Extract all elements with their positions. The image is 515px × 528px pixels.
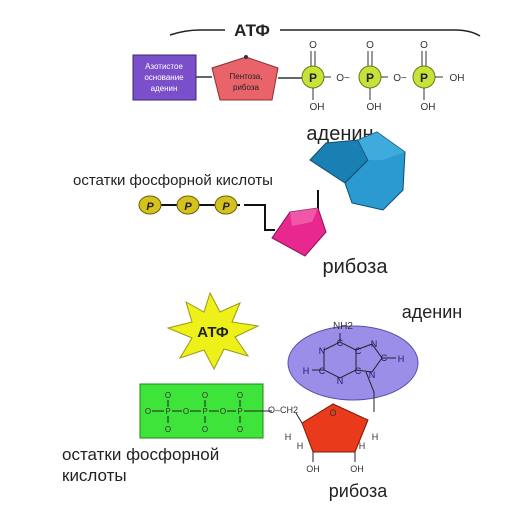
adenine-label-top: аденин: [306, 123, 373, 145]
oxygen-top-3: O: [420, 40, 428, 51]
o-top-1: O: [165, 391, 171, 400]
ribose-h-4: H: [359, 441, 366, 451]
ribose-ring-oxygen: O: [329, 408, 336, 418]
bond-phosphate-ribose: [244, 204, 275, 231]
title-brace-right: [280, 29, 481, 37]
ring-c-4: C: [319, 366, 326, 376]
phosphorus-3: P: [420, 71, 428, 85]
ring-c-2: C: [355, 346, 362, 356]
ribose-label-bottom: рибоза: [329, 481, 388, 501]
phosphorus-1: P: [309, 71, 317, 85]
phosphorus-bead-1: P: [146, 201, 154, 213]
adenine-rings: [312, 333, 396, 393]
o-bottom-3: O: [237, 425, 243, 434]
p-chain-2: P: [202, 407, 207, 416]
phosphate-label-bottom-line1: остатки фосфорной: [62, 445, 219, 464]
panel-atp-schema: АТФ Азотистое основание аденин Пентоза, …: [132, 21, 481, 113]
ring-c-5: C: [355, 366, 362, 376]
o-chain-3: O: [220, 407, 226, 416]
phosphate-chain-formula: O O O O P O P O P O O O: [145, 391, 262, 434]
ring-h-1: H: [398, 354, 405, 364]
adenine-label-bottom: аденин: [402, 302, 462, 322]
bridge-oxygen-2: O~: [393, 73, 407, 84]
nitrogen-base-box: [132, 54, 197, 101]
ribose-ring: [301, 403, 369, 453]
phosphate-label-bottom-line2: кислоты: [62, 466, 127, 485]
oxygen-top-1: O: [309, 40, 317, 51]
phosphorus-2: P: [366, 71, 374, 85]
ring-n-2: N: [371, 339, 378, 349]
title-brace-left: [169, 29, 225, 36]
base-label-line3: аденин: [151, 84, 178, 93]
ribose-hydroxyl-1: OH: [306, 464, 320, 474]
ring-h-2: H: [303, 366, 310, 376]
hydroxyl-2: OH: [367, 102, 382, 113]
bridge-oxygen-1: O~: [336, 73, 350, 84]
oxygen-top-2: O: [366, 40, 374, 51]
pentose-pentagon: [211, 56, 279, 101]
ring-c-3: C: [381, 353, 388, 363]
o-bottom-1: O: [165, 425, 171, 434]
phosphorus-bead-3: P: [222, 201, 230, 213]
o-chain-2: O: [183, 407, 189, 416]
ring-n-4: N: [369, 370, 376, 380]
o-top-3: O: [237, 391, 243, 400]
phosphate-group-3: O P OH OH: [412, 40, 465, 113]
ribose-label-mid: рибоза: [323, 256, 389, 278]
pentose-label-line1: Пентоза,: [230, 72, 263, 81]
ribose-h-2: H: [297, 441, 304, 451]
o-bottom-2: O: [202, 425, 208, 434]
phosphate-group-2: O P OH O~: [358, 40, 407, 113]
phosphate-bead-1: P: [138, 195, 162, 215]
p-chain-1: P: [165, 407, 170, 416]
phosphate-bead-3: P: [214, 195, 238, 215]
hydroxyl-3: OH: [421, 102, 436, 113]
adenine-ellipse: [287, 325, 419, 401]
ch2-linker: O–CH2: [268, 405, 298, 415]
atp-star-burst: [166, 291, 260, 371]
base-label-line2: основание: [144, 73, 184, 82]
atp-title: АТФ: [234, 21, 270, 40]
ribose-hydroxyl-2: OH: [350, 464, 364, 474]
panel-atp-structural-formula: АТФ аденин NH2 N C C N C H C H N C N O H…: [62, 291, 462, 501]
ribose-highlight: [290, 208, 318, 226]
pentose-label-line2: рибоза: [233, 83, 260, 92]
phosphate-group-1: O P OH O~: [301, 40, 350, 113]
base-label-line1: Азотистое: [145, 62, 183, 71]
ribose-h-3: H: [372, 432, 379, 442]
terminal-hydroxyl: OH: [450, 73, 465, 84]
atp-star-label: АТФ: [197, 324, 229, 341]
amino-group: NH2: [333, 321, 353, 332]
o-chain-1: O: [145, 407, 151, 416]
o-top-2: O: [202, 391, 208, 400]
panel-atp-3d-model: аденин остатки фосфорной кислоты P P P р…: [73, 123, 406, 278]
ring-n-1: N: [319, 346, 326, 356]
phosphate-label-mid: остатки фосфорной кислоты: [73, 172, 273, 189]
phosphorus-bead-2: P: [184, 201, 192, 213]
pentose-apex-dot: [244, 55, 248, 59]
ribose-h-1: H: [285, 432, 292, 442]
ring-n-3: N: [337, 376, 344, 386]
hydroxyl-1: OH: [310, 102, 325, 113]
ring-c-1: C: [337, 338, 344, 348]
p-chain-3: P: [237, 407, 242, 416]
adenine-highlight: [358, 132, 405, 160]
phosphate-bead-2: P: [176, 195, 200, 215]
